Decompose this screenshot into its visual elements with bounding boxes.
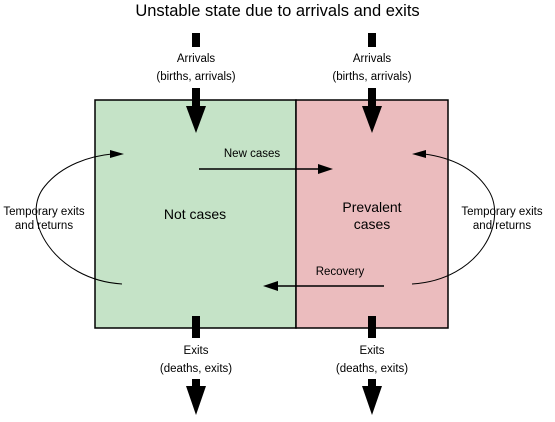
exits-left-line2: (deaths, exits) — [159, 362, 233, 375]
prevalent-cases-box — [295, 99, 449, 329]
arrivals-arrow-right — [362, 33, 382, 133]
arrivals-right-line1: Arrivals — [352, 53, 392, 65]
recovery-label: Recovery — [315, 266, 365, 278]
not-cases-box — [94, 99, 297, 329]
exits-arrow-left — [186, 316, 206, 415]
prevalent-line1: Prevalent — [342, 199, 402, 215]
new-cases-label: New cases — [223, 148, 281, 160]
exits-arrow-right — [362, 316, 382, 415]
temp-right-line1: Temporary exits — [461, 206, 543, 218]
exits-right-label: Exits (deaths, exits) — [312, 345, 432, 377]
exits-left-line1: Exits — [183, 345, 209, 357]
arrivals-arrow-left — [186, 33, 206, 133]
temp-left-line2: and returns — [14, 219, 74, 232]
prevalent-cases-label: Prevalent cases — [312, 199, 432, 233]
arrivals-right-line2: (births, arrivals) — [332, 70, 412, 83]
arrivals-left-label: Arrivals (births, arrivals) — [136, 53, 256, 85]
temp-exits-left-label: Temporary exits and returns — [0, 206, 88, 234]
diagram-title: Unstable state due to arrivals and exits — [135, 2, 420, 20]
temp-left-line1: Temporary exits — [3, 206, 85, 218]
arrivals-left-line1: Arrivals — [176, 53, 216, 65]
arrivals-left-line2: (births, arrivals) — [156, 70, 236, 83]
temp-exits-right-label: Temporary exits and returns — [452, 206, 552, 234]
exits-right-line2: (deaths, exits) — [335, 362, 409, 375]
prevalent-line2: cases — [353, 215, 391, 232]
new-cases-arrow — [199, 164, 333, 174]
temp-exits-curve-left — [35, 150, 124, 285]
not-cases-label: Not cases — [163, 206, 227, 222]
temp-right-line2: and returns — [472, 219, 532, 232]
recovery-arrow — [263, 281, 384, 291]
exits-left-label: Exits (deaths, exits) — [136, 345, 256, 377]
temp-exits-curve-right — [411, 150, 496, 285]
arrivals-right-label: Arrivals (births, arrivals) — [312, 53, 432, 85]
exits-right-line1: Exits — [359, 345, 385, 357]
